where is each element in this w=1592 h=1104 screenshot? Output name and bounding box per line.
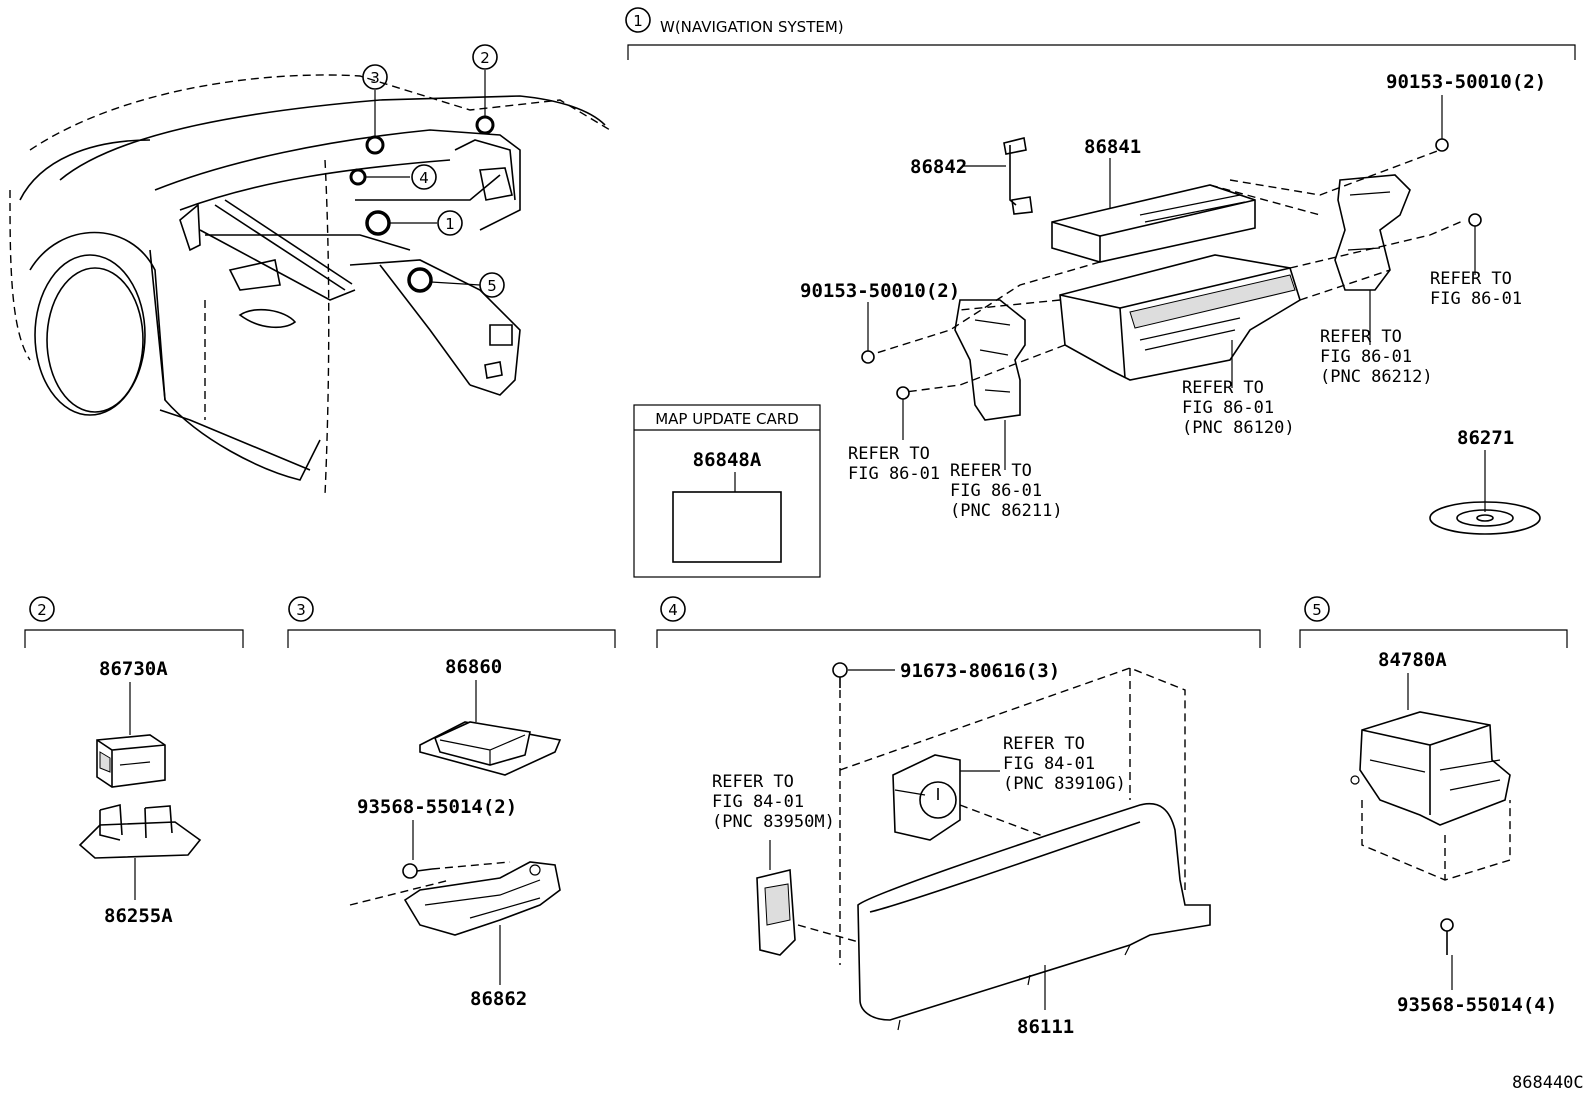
overview-callout-2-label: 2 [480, 49, 490, 67]
part-number-86848A: 86848A [693, 449, 762, 471]
part-86255A-holder [78, 803, 202, 900]
part-86730A-connector [96, 734, 166, 788]
refer-fig-86-01-right: REFER TO FIG 86-01 [1430, 269, 1522, 309]
refer-line: (PNC 86120) [1182, 418, 1295, 438]
part-86841-module [1051, 158, 1256, 263]
refer-line: (PNC 83910G) [1003, 774, 1126, 794]
part-number-93568-4: 93568-55014(4) [1397, 994, 1557, 1016]
section-5: 5 84780A 93568-55014(4) [1299, 596, 1568, 1016]
part-left-bracket [954, 299, 1026, 470]
figure-id: 868440C [1512, 1073, 1584, 1093]
refer-line: REFER TO [712, 772, 794, 792]
refer-line: FIG 86-01 [848, 464, 940, 484]
clock-part [892, 754, 961, 841]
part-number-86842: 86842 [910, 156, 967, 178]
refer-pnc-83950M: REFER TO FIG 84-01 (PNC 83950M) [712, 772, 835, 832]
part-number-86730A: 86730A [99, 658, 168, 680]
map-update-card-title: MAP UPDATE CARD [655, 410, 799, 428]
map-update-card-box: MAP UPDATE CARD 86848A [633, 404, 821, 578]
overview-callout-5-label: 5 [487, 277, 497, 295]
part-86271-disc [1429, 450, 1541, 535]
part-navigation-receiver [1059, 254, 1301, 388]
refer-line: FIG 86-01 [1430, 289, 1522, 309]
refer-line: FIG 86-01 [950, 481, 1042, 501]
bolt-93568-section3 [402, 863, 433, 879]
refer-line: REFER TO [1320, 327, 1402, 347]
refer-line: FIG 86-01 [1320, 347, 1412, 367]
bolt-right-lower [1468, 213, 1482, 275]
refer-line: REFER TO [1430, 269, 1512, 289]
part-number-86862: 86862 [470, 988, 527, 1010]
refer-line: FIG 84-01 [712, 792, 804, 812]
refer-line: (PNC 86212) [1320, 367, 1433, 387]
switch-part [756, 840, 796, 956]
vehicle-overview: 2 3 4 1 5 [9, 44, 611, 496]
refer-line: REFER TO [950, 461, 1032, 481]
refer-pnc-83910G: REFER TO FIG 84-01 (PNC 83910G) [1003, 734, 1126, 794]
part-86842-cable [962, 137, 1033, 215]
section-3-number: 3 [296, 601, 306, 619]
section-1-number: 1 [633, 12, 643, 30]
part-number-90153-right: 90153-50010(2) [1386, 71, 1546, 93]
bolt-90153-right [1435, 95, 1449, 152]
section-5-number: 5 [1312, 601, 1322, 619]
section-1-title: W(NAVIGATION SYSTEM) [660, 18, 844, 36]
refer-line: FIG 86-01 [1182, 398, 1274, 418]
part-number-86860: 86860 [445, 656, 502, 678]
refer-pnc-86120: REFER TO FIG 86-01 (PNC 86120) [1182, 378, 1295, 438]
section-3: 3 86860 93568-55014(2) 86862 [287, 596, 616, 1010]
part-86862-bracket [403, 861, 561, 985]
part-number-90153-left: 90153-50010(2) [800, 280, 960, 302]
overview-callout-1: 1 [437, 210, 463, 236]
part-number-93568-2: 93568-55014(2) [357, 796, 517, 818]
refer-line: REFER TO [1182, 378, 1264, 398]
part-number-86271: 86271 [1457, 427, 1514, 449]
part-86860-module [419, 721, 562, 776]
refer-line: REFER TO [1003, 734, 1085, 754]
overview-callout-3-label: 3 [370, 69, 380, 87]
section-2: 2 86730A 86255A [24, 596, 244, 927]
section-1: 1 W(NAVIGATION SYSTEM) 86842 86841 [625, 7, 1576, 578]
part-number-86255A: 86255A [104, 905, 173, 927]
part-right-bracket [1334, 174, 1411, 345]
refer-fig-86-01-left: REFER TO FIG 86-01 [848, 444, 940, 484]
map-update-card [672, 491, 782, 563]
part-86111-panel [857, 803, 1211, 1031]
overview-callout-5: 5 [479, 272, 505, 298]
part-number-84780A: 84780A [1378, 649, 1447, 671]
refer-pnc-86212: REFER TO FIG 86-01 (PNC 86212) [1320, 327, 1433, 387]
section-2-number: 2 [37, 601, 47, 619]
refer-line: REFER TO [848, 444, 930, 464]
part-84780A-module [1350, 711, 1511, 826]
part-number-86111: 86111 [1017, 1016, 1074, 1038]
overview-callout-4-label: 4 [419, 169, 429, 187]
overview-callout-1-label: 1 [445, 215, 455, 233]
bolt-90153-left [861, 302, 875, 364]
overview-callout-2: 2 [472, 44, 498, 70]
refer-line: (PNC 83950M) [712, 812, 835, 832]
refer-line: (PNC 86211) [950, 501, 1063, 521]
part-number-86841: 86841 [1084, 136, 1141, 158]
screw-91673 [832, 662, 895, 688]
overview-callout-3: 3 [362, 64, 388, 90]
refer-line: FIG 84-01 [1003, 754, 1095, 774]
overview-callout-4: 4 [411, 164, 437, 190]
bolt-93568-section5 [1440, 918, 1454, 990]
section-4: 4 91673-80616(3) REFER TO FIG 84-01 (PNC… [656, 596, 1261, 1038]
bolt-left-lower [896, 386, 910, 440]
part-number-91673: 91673-80616(3) [900, 660, 1060, 682]
section-4-number: 4 [668, 601, 678, 619]
refer-pnc-86211: REFER TO FIG 86-01 (PNC 86211) [950, 461, 1063, 521]
